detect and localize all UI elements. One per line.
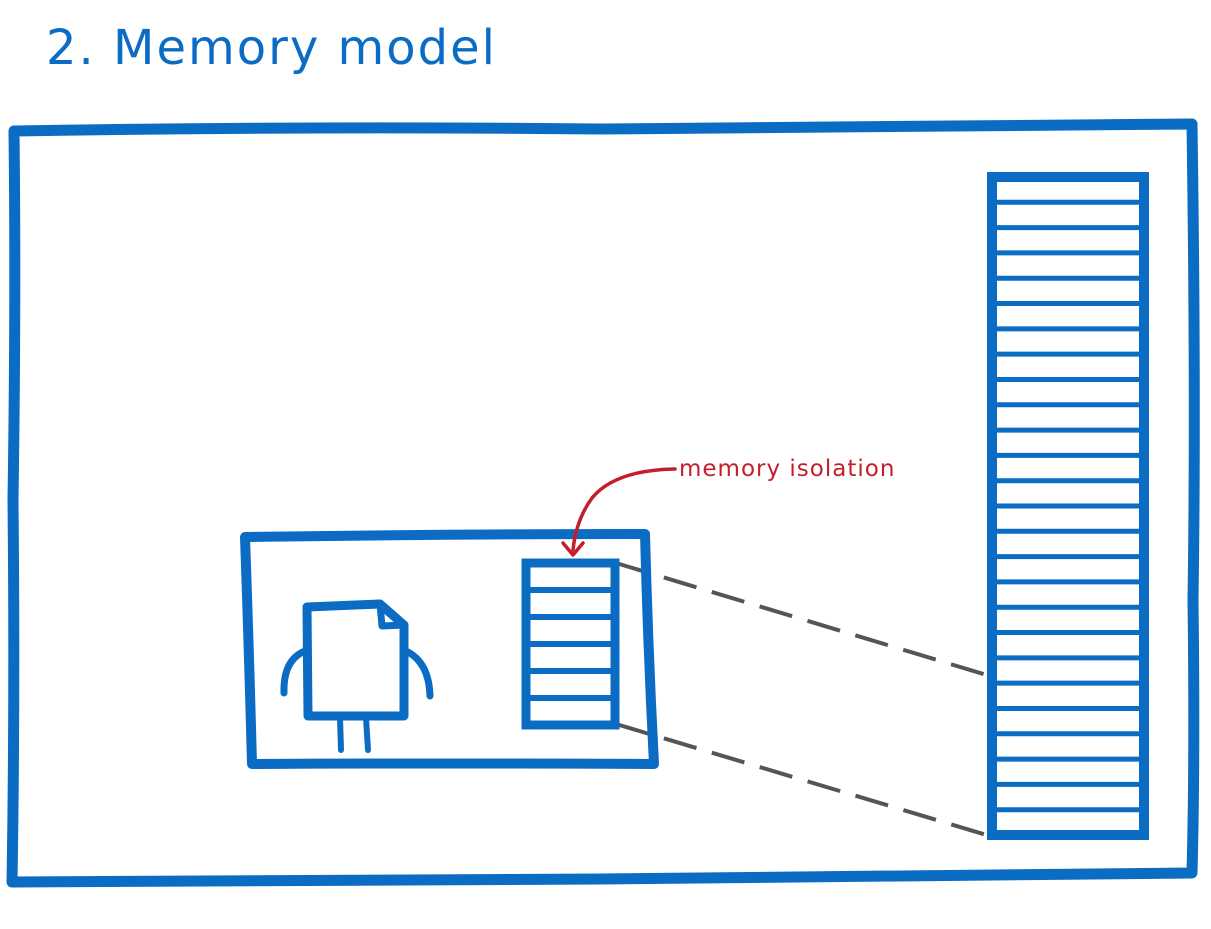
character-page-fold (376, 603, 405, 630)
inner-container-frame (240, 529, 659, 769)
character-body (302, 599, 409, 721)
document-character-icon (280, 599, 434, 753)
character-right-arm (402, 647, 434, 700)
memory-isolation-label: memory isolation (679, 456, 895, 482)
annotation-arrow (571, 467, 677, 552)
page-title: 2. Memory model (46, 20, 497, 76)
large-memory-block (987, 172, 1149, 840)
character-left-leg (337, 715, 344, 753)
character-left-arm (280, 647, 309, 697)
character-right-leg (363, 715, 371, 753)
mapping-line-top (615, 561, 991, 678)
annotation-arrowhead (561, 541, 585, 557)
outer-container-frame (6, 118, 1200, 888)
mapping-line-bottom (615, 722, 991, 838)
small-memory-block (521, 558, 620, 730)
